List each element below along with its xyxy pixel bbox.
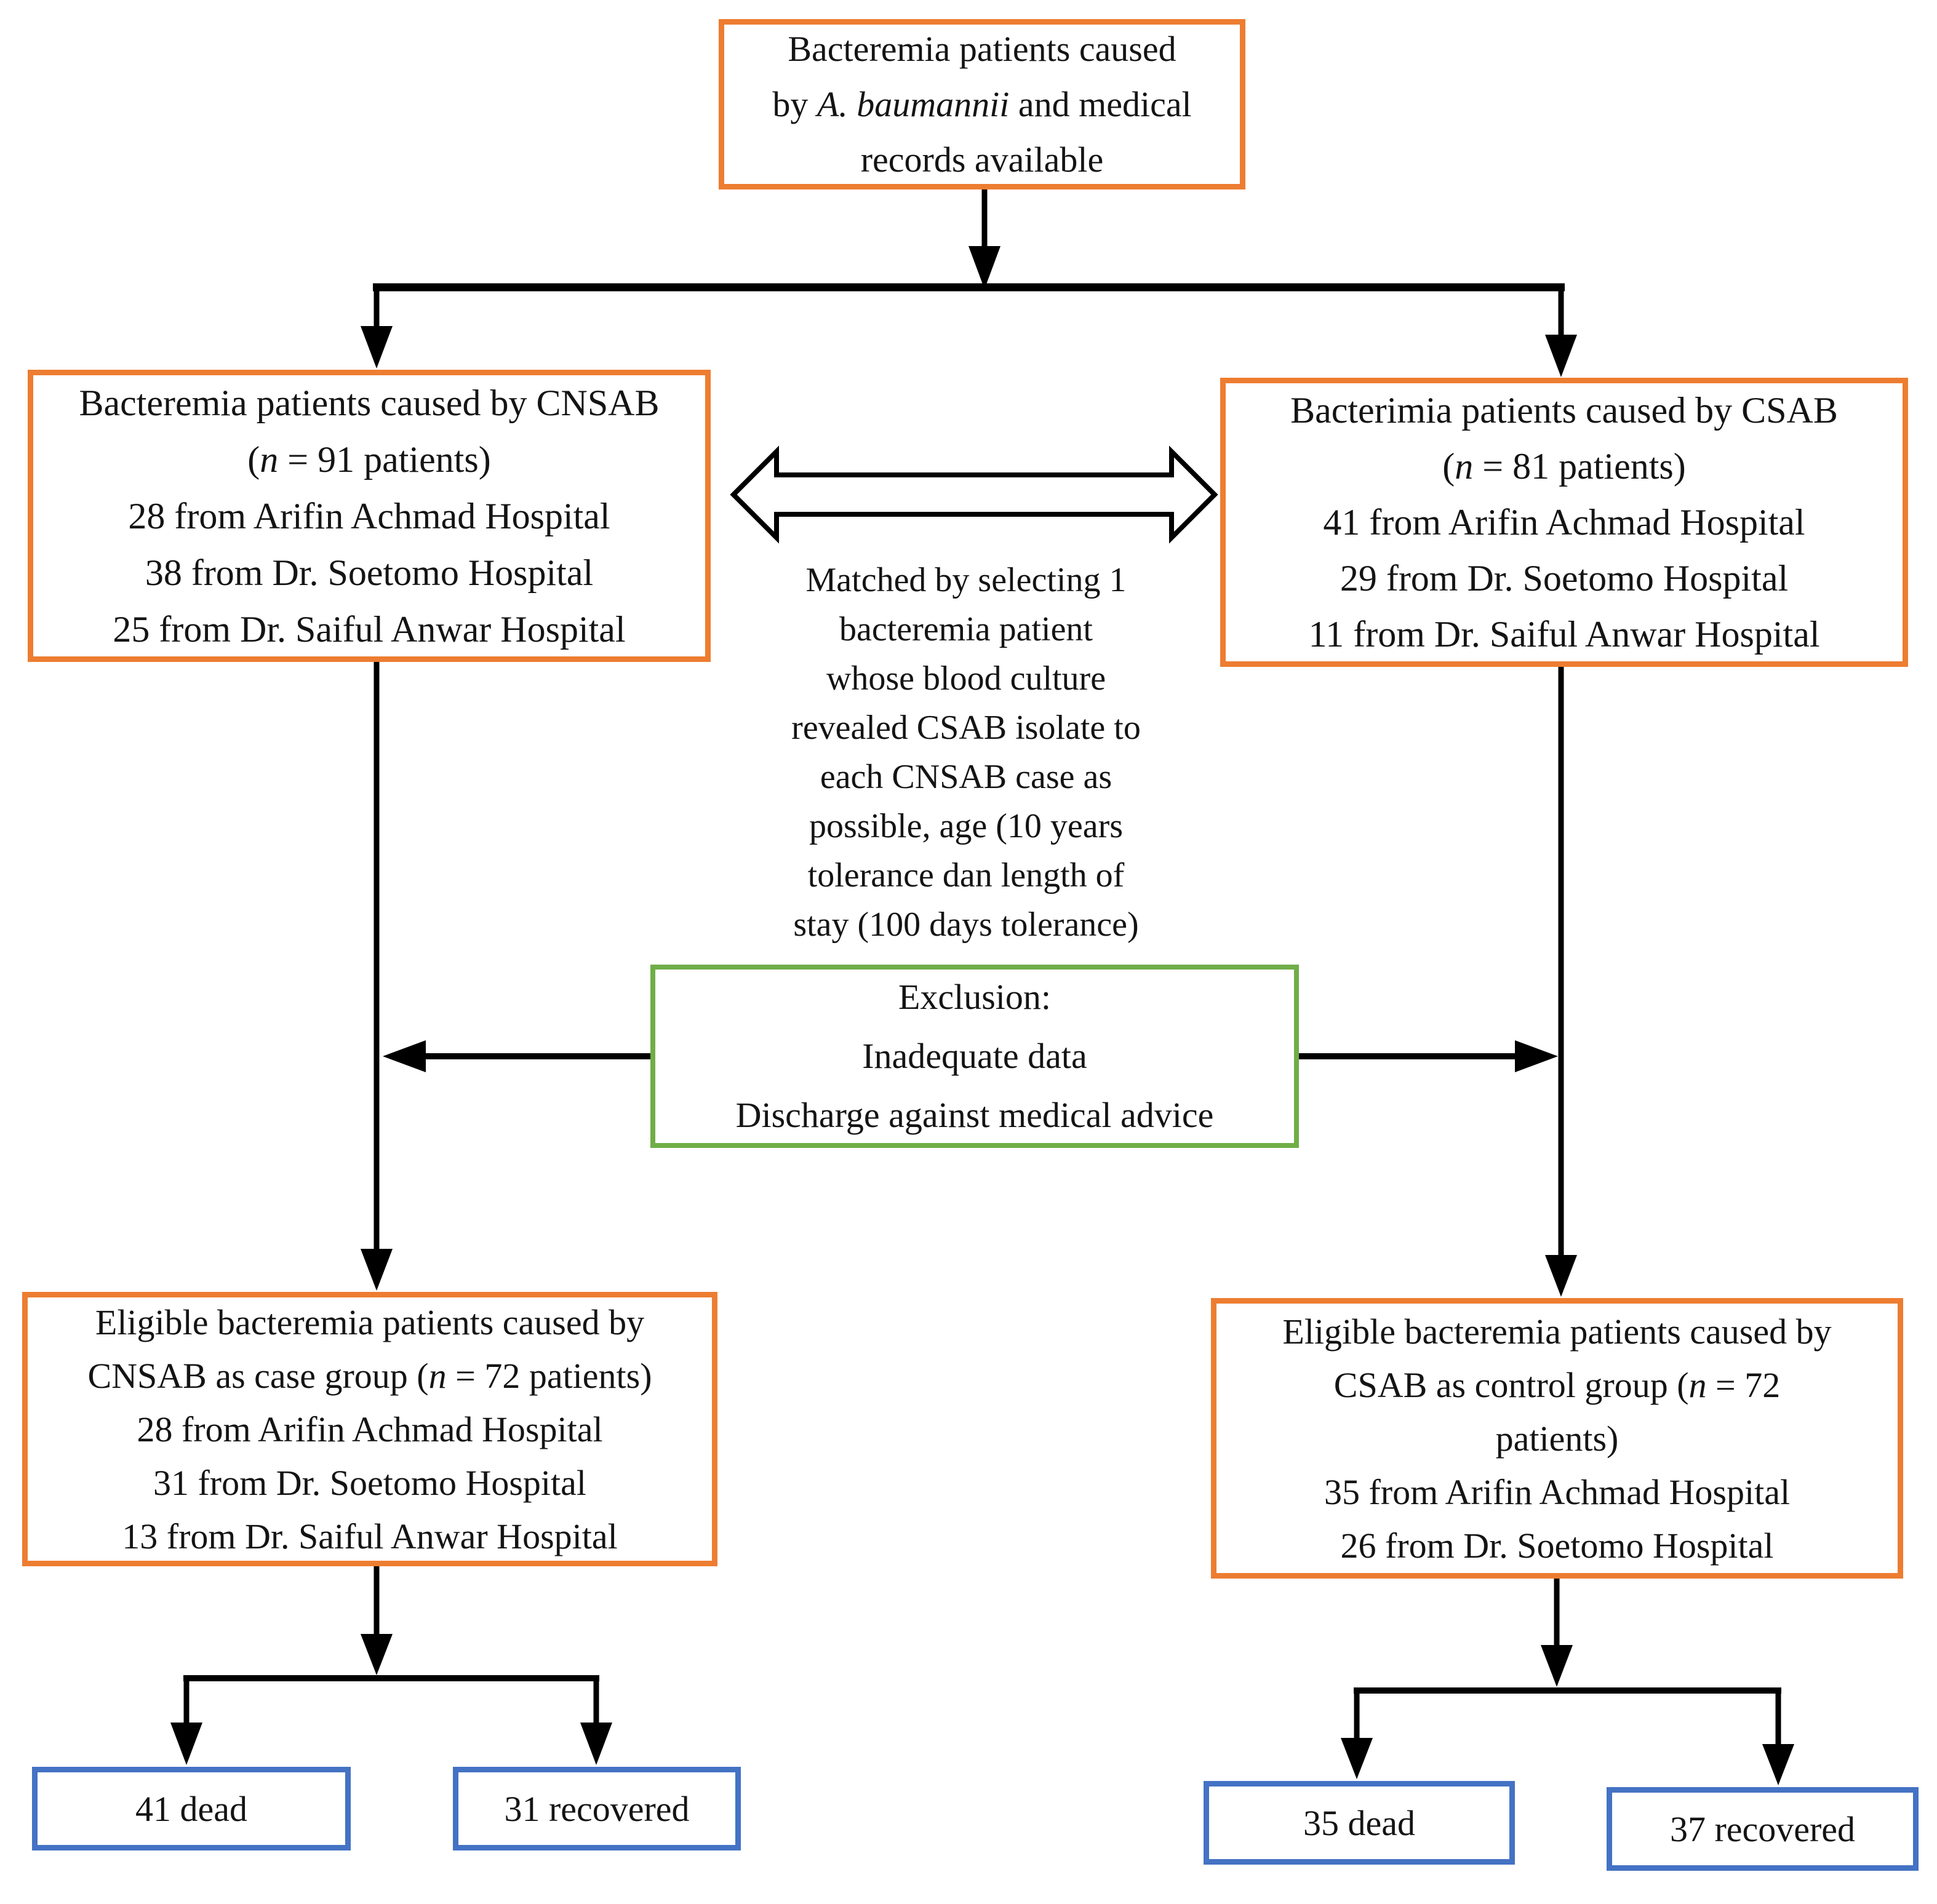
outcome-cnsab-recovered-box: 31 recovered <box>453 1767 741 1850</box>
eligible-cnsab-line2: CNSAB as case group (n = 72 patients) <box>87 1355 652 1396</box>
arrow-csab-to-eligible <box>1545 667 1577 1297</box>
split-csab-outcomes <box>1341 1578 1794 1785</box>
cnsab-box-hospital1: 28 from Arifin Achmad Hospital <box>128 495 610 536</box>
arrow-cnsab-to-eligible <box>361 661 393 1291</box>
species-name-italic: A. baumannii <box>817 84 1010 124</box>
outcome-cnsab-dead-label: 41 dead <box>135 1788 247 1829</box>
exclusion-reason1: Inadequate data <box>862 1036 1087 1076</box>
cnsab-patients-box: Bacteremia patients caused by CNSAB (n =… <box>28 370 711 662</box>
exclusion-title: Exclusion: <box>898 977 1052 1017</box>
outcome-cnsab-recovered-label: 31 recovered <box>504 1788 690 1829</box>
n-italic: n <box>1688 1364 1707 1405</box>
eligible-csab-line3: patients) <box>1495 1418 1619 1459</box>
eligible-csab-hospital2: 26 from Dr. Soetomo Hospital <box>1340 1525 1774 1566</box>
outcome-csab-dead-box: 35 dead <box>1204 1781 1515 1865</box>
outcome-cnsab-dead-box: 41 dead <box>32 1767 351 1850</box>
arrow-top-to-branch <box>968 189 1000 289</box>
csab-box-n: (n = 81 patients) <box>1442 445 1686 487</box>
eligible-cnsab-line1: Eligible bacteremia patients caused by <box>95 1302 645 1342</box>
eligible-cnsab-hospital1: 28 from Arifin Achmad Hospital <box>137 1409 603 1449</box>
exclusion-box: Exclusion: Inadequate data Discharge aga… <box>650 965 1299 1148</box>
top-box-line1: Bacteremia patients caused <box>788 28 1176 69</box>
exclusion-arrow-left <box>383 1040 650 1072</box>
eligible-csab-line2: CSAB as control group (n = 72 <box>1333 1364 1781 1405</box>
exclusion-reason2: Discharge against medical advice <box>735 1095 1214 1135</box>
matching-method-note: Matched by selecting 1 bacteremia patien… <box>791 561 1141 944</box>
outcome-csab-recovered-box: 37 recovered <box>1607 1787 1919 1871</box>
csab-box-hospital2: 29 from Dr. Soetomo Hospital <box>1340 557 1789 599</box>
n-italic: n <box>260 439 279 480</box>
top-box-line2: by A. baumannii and medical <box>772 84 1192 124</box>
eligible-csab-box: Eligible bacteremia patients caused by C… <box>1211 1298 1903 1579</box>
cnsab-box-hospital2: 38 from Dr. Soetomo Hospital <box>145 552 594 593</box>
exclusion-arrow-right <box>1298 1040 1558 1072</box>
cnsab-box-hospital3: 25 from Dr. Saiful Anwar Hospital <box>113 608 626 650</box>
csab-box-hospital1: 41 from Arifin Achmad Hospital <box>1323 501 1805 543</box>
branch-line-top <box>361 283 1577 377</box>
n-italic: n <box>428 1355 447 1396</box>
eligible-csab-hospital1: 35 from Arifin Achmad Hospital <box>1324 1472 1791 1512</box>
n-italic: n <box>1455 445 1474 487</box>
eligible-cnsab-box: Eligible bacteremia patients caused by C… <box>22 1292 717 1566</box>
eligible-cnsab-hospital2: 31 from Dr. Soetomo Hospital <box>153 1462 586 1503</box>
cnsab-box-n: (n = 91 patients) <box>247 439 491 480</box>
outcome-csab-recovered-label: 37 recovered <box>1669 1809 1856 1849</box>
csab-box-title: Bacterimia patients caused by CSAB <box>1290 389 1838 431</box>
double-headed-arrow <box>730 445 1218 544</box>
top-box-line3: records available <box>860 139 1104 180</box>
outcome-csab-dead-label: 35 dead <box>1303 1802 1415 1843</box>
split-cnsab-outcomes <box>170 1566 612 1765</box>
eligible-csab-line1: Eligible bacteremia patients caused by <box>1282 1311 1832 1352</box>
eligible-cnsab-hospital3: 13 from Dr. Saiful Anwar Hospital <box>122 1516 618 1556</box>
cnsab-box-title: Bacteremia patients caused by CNSAB <box>79 382 660 423</box>
csab-box-hospital3: 11 from Dr. Saiful Anwar Hospital <box>1308 613 1820 655</box>
top-box-bacteremia-patients: Bacteremia patients caused by A. baumann… <box>719 19 1245 189</box>
csab-patients-box: Bacterimia patients caused by CSAB (n = … <box>1220 378 1908 667</box>
